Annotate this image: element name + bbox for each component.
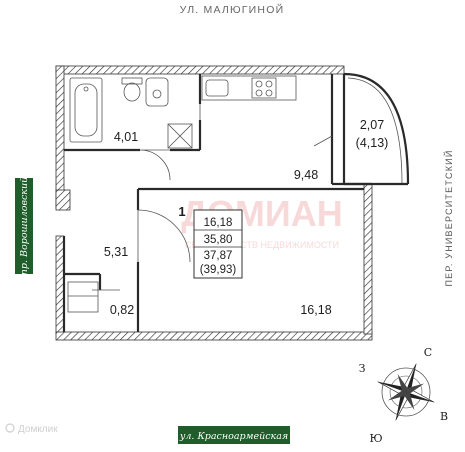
street-left-label: пр. Ворошиловский: [19, 177, 30, 275]
street-top-label: УЛ. МАЛЮГИНОЙ: [180, 3, 285, 16]
bathroom-sink: [145, 77, 169, 107]
bathtub: [69, 77, 103, 143]
rooms-count: 1: [178, 204, 185, 219]
compass-south: Ю: [369, 432, 382, 445]
summary-living-area: 16,18: [204, 217, 233, 229]
room-area-hall: 5,31: [104, 245, 128, 259]
watermark-subtitle: СЕТЬ АГЕНТСТВ НЕДВИЖИМОСТИ: [185, 240, 339, 250]
washing-machine: [167, 123, 193, 149]
room-area-living: 16,18: [300, 303, 331, 317]
compass-north: С: [424, 346, 432, 359]
street-right-label: ПЕР. УНИВЕРСИТЕТСКИЙ: [443, 149, 454, 286]
room-area-bathroom: 4,01: [114, 130, 138, 144]
summary-total-area: 37,87: [204, 250, 233, 262]
toilet: [121, 77, 143, 102]
balcony: [342, 72, 410, 186]
room-area-kitchen: 9,48: [294, 168, 318, 182]
compass-rose: С В Ю З: [359, 346, 448, 445]
room-area-closet: 0,82: [110, 303, 134, 317]
street-bottom-tag: ул. Красноармейская: [178, 426, 290, 444]
brand-logo: Домклик: [5, 423, 58, 435]
area-summary: 1 16,18 35,80 37,87 (39,93): [178, 204, 243, 279]
street-bottom-label: ул. Красноармейская: [179, 431, 288, 442]
brand-label: Домклик: [18, 424, 58, 435]
summary-main-area: 35,80: [204, 234, 233, 246]
compass-east: В: [440, 410, 448, 423]
closet-fixture: [67, 281, 99, 313]
room-area-balcony-alt: (4,13): [356, 136, 389, 150]
street-left-tag: пр. Ворошиловский: [15, 177, 33, 275]
summary-total-area-alt: (39,93): [200, 264, 237, 276]
compass-west: З: [359, 362, 366, 375]
kitchen-counter: [201, 75, 297, 101]
doors: [92, 104, 333, 291]
room-area-balcony: 2,07: [360, 118, 384, 132]
